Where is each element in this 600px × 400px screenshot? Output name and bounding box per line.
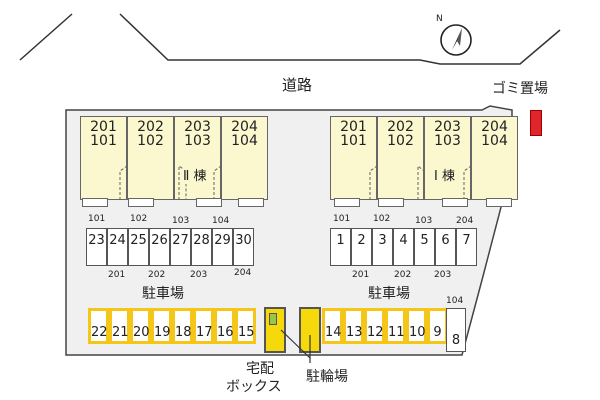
delivery-box-label-2: ボックス: [226, 379, 282, 395]
parking-stall-14: 14: [322, 308, 343, 344]
parking-stall-10: 10: [406, 308, 427, 344]
parking-stall-6: 6: [435, 228, 456, 266]
parking-stall-9: 9: [427, 308, 448, 344]
parking-title: 駐車場: [142, 286, 184, 302]
north-arrow-icon: [440, 24, 472, 56]
parking-stall-26: 26: [149, 228, 170, 266]
parking-stall-28: 28: [191, 228, 212, 266]
stair-outlines: [369, 164, 472, 200]
parking-stall-16: 16: [214, 308, 235, 344]
entry-tab: [486, 198, 512, 207]
parking-stall-3: 3: [372, 228, 393, 266]
room-label: 102: [130, 214, 148, 224]
parking-stall-29: 29: [212, 228, 233, 266]
room-label: 101: [333, 214, 351, 224]
parking-stall-27: 27: [170, 228, 191, 266]
entry-tab: [128, 198, 154, 207]
parking-stall-13: 13: [343, 308, 364, 344]
parking-stall-11: 11: [385, 308, 406, 344]
parking-stall-19: 19: [151, 308, 172, 344]
parking-stall-8: 8: [446, 308, 466, 352]
road-label: 道路: [282, 76, 313, 94]
delivery-box-label-1: 宅配: [246, 361, 274, 377]
room-label: 103: [415, 216, 433, 226]
parking-stall-22: 22: [88, 308, 109, 344]
entry-tab: [238, 198, 264, 207]
room-label: 203: [190, 270, 208, 280]
entry-tab: [82, 198, 108, 207]
room-label: 101: [88, 214, 106, 224]
room-label: 201: [352, 270, 370, 280]
room-label: 204: [456, 216, 474, 226]
delivery-box: [264, 307, 286, 353]
road-lines: [19, 13, 561, 65]
entry-tab: [378, 198, 404, 207]
room-label: 104: [212, 216, 230, 226]
parking-stall-25: 25: [128, 228, 149, 266]
entry-tab: [196, 198, 222, 207]
parking-stall-18: 18: [172, 308, 193, 344]
room-label: 102: [373, 214, 391, 224]
parking-title: 駐車場: [368, 286, 410, 302]
stall-number: 8: [451, 333, 461, 348]
parking-stall-17: 17: [193, 308, 214, 344]
parking-stall-23: 23: [86, 228, 107, 266]
room-label: 104: [446, 296, 464, 306]
entry-tab: [334, 198, 360, 207]
room-label: 202: [394, 270, 412, 280]
room-label: 201: [108, 270, 126, 280]
building-1-tag: Ⅰ 棟: [434, 165, 455, 184]
building-2-tag: Ⅱ 棟: [183, 165, 207, 184]
garbage-area: [530, 110, 542, 136]
room-label: 202: [148, 270, 166, 280]
parking-stall-1: 1: [330, 228, 351, 266]
parking-stall-2: 2: [351, 228, 372, 266]
bicycle-parking-label: 駐輪場: [306, 369, 348, 385]
delivery-box-door: [269, 313, 277, 325]
parking-stall-12: 12: [364, 308, 385, 344]
stair-outlines: [119, 165, 222, 200]
parking-stall-7: 7: [456, 228, 477, 266]
parking-stall-30: 30: [233, 228, 254, 266]
entry-tab: [442, 198, 468, 207]
room-label: 203: [434, 270, 452, 280]
parking-stall-4: 4: [393, 228, 414, 266]
parking-stall-20: 20: [130, 308, 151, 344]
parking-stall-5: 5: [414, 228, 435, 266]
parking-stall-24: 24: [107, 228, 128, 266]
north-label: N: [436, 14, 443, 24]
garbage-label: ゴミ置場: [492, 81, 548, 97]
room-label: 204: [234, 268, 252, 278]
parking-stall-15: 15: [235, 308, 256, 344]
parking-stall-21: 21: [109, 308, 130, 344]
room-label: 103: [172, 216, 190, 226]
